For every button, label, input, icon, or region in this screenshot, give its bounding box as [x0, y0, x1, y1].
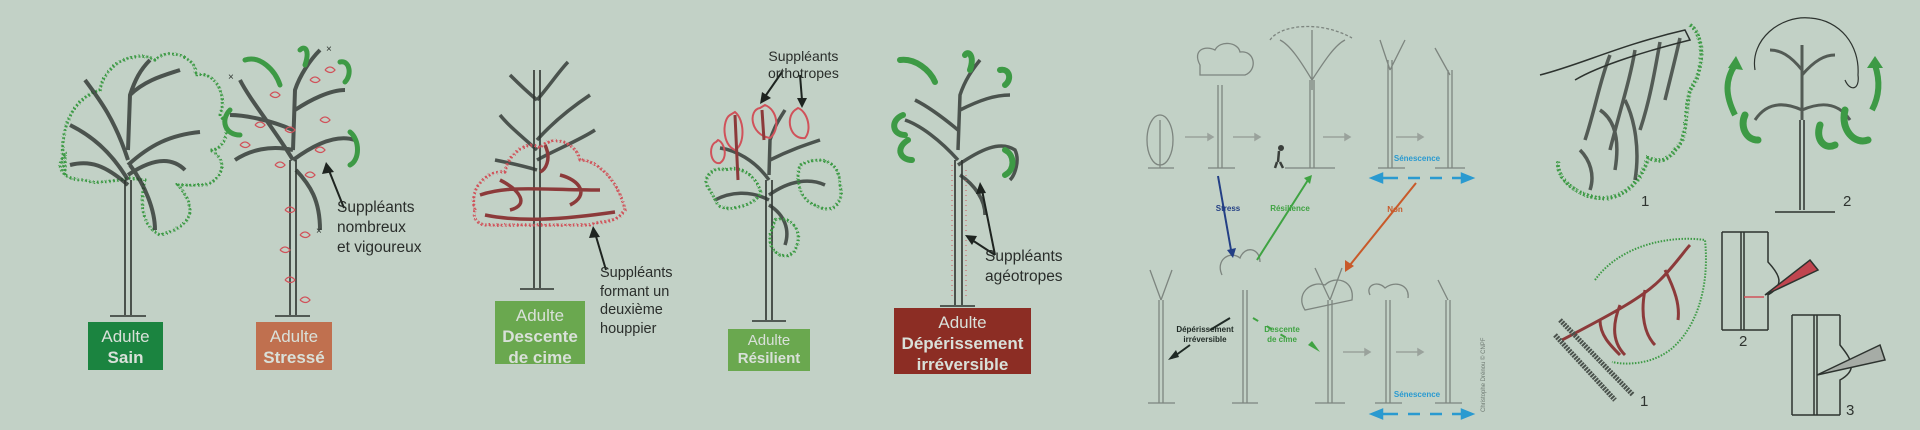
label-line: irréversible: [1183, 335, 1227, 344]
stress-arrow: [1217, 175, 1232, 251]
credit-text: Christophe Drénou © CNPF: [1481, 337, 1487, 412]
stage-label-sain: Adulte Sain: [88, 322, 163, 370]
figure-number: 2: [1739, 333, 1748, 350]
stage-line2: Descente: [502, 327, 578, 346]
stage-label-resilient: Adulte Résilient: [728, 329, 810, 371]
tree-descente: [472, 60, 627, 290]
leaf-cut-figure: [1553, 237, 1707, 402]
annotation-line: Suppléants: [600, 265, 673, 281]
stage-line1: Adulte: [101, 327, 150, 346]
descente-arrow: [1252, 317, 1291, 341]
svg-text:×: ×: [326, 44, 332, 55]
resilience-arrow: [1256, 179, 1309, 261]
deperissement-label: Dépérissement irréversible: [1170, 325, 1240, 345]
stage-label-deperissement: Adulte Dépérissement irréversible: [894, 308, 1031, 374]
stage-line3: de cime: [508, 348, 572, 367]
tree-recovery-figure: [1724, 17, 1883, 213]
pruning-figures-panel: 1 2 1 2 3: [1500, 0, 1920, 430]
label-line: Dépérissement: [1176, 325, 1234, 334]
stage-label-descente: Adulte Descente de cime: [495, 301, 585, 367]
pruning-drawings: [1539, 17, 1886, 416]
non-arrow: [1349, 182, 1417, 266]
annotation-line: orthotropes: [768, 65, 839, 81]
figure-number: 3: [1846, 402, 1855, 419]
resilience-label: Résilience: [1270, 204, 1310, 213]
stage-line2: Sain: [107, 348, 144, 367]
descente-label: Descente de cime: [1260, 325, 1304, 345]
figure-number: 1: [1640, 393, 1649, 410]
label-line: de cime: [1267, 335, 1297, 344]
cycle-drawings: [1146, 25, 1476, 420]
tree-stages-panel: × × × Adulte Sain Adulte Stressé Adulte De…: [58, 44, 1063, 374]
annotation-stresse: Suppléants nombreux et vigoureux: [337, 198, 421, 258]
annotation-line: et vigoureux: [337, 239, 422, 256]
stage-line1: Adulte: [515, 306, 565, 325]
tree-stage-drawings: × × ×: [58, 44, 1019, 322]
svg-text:×: ×: [316, 226, 322, 237]
figure-number: 1: [1641, 193, 1650, 210]
stage-line1: Adulte: [269, 327, 319, 346]
svg-text:×: ×: [228, 72, 234, 83]
senescence-top-label: Sénescence: [1393, 154, 1441, 163]
pruning-cut-figure-2: [1721, 231, 1820, 331]
annotation-descente: Suppléants formant un deuxième houppier: [600, 264, 673, 338]
senescence-bottom-label: Sénescence: [1393, 390, 1441, 399]
non-label: Non: [1387, 205, 1403, 214]
stage-line2: Résilient: [737, 350, 801, 367]
annotation-line: formant un: [600, 283, 670, 300]
stress-label: Stress: [1215, 204, 1241, 213]
tree-deperissement: [891, 50, 1019, 307]
annotation-line: agéotropes: [985, 268, 1063, 285]
stage-line1: Adulte: [747, 332, 791, 349]
label-line: Descente: [1264, 325, 1300, 334]
stage-line2: Stressé: [263, 348, 325, 367]
branch-figure: [1539, 23, 1704, 201]
tree-sain: [58, 52, 228, 317]
stage-line1: Adulte: [938, 313, 987, 332]
senescence-arrow-bottom: [1368, 408, 1476, 420]
annotation-line: Suppléants: [985, 248, 1063, 265]
annotation-line: deuxième: [600, 302, 663, 318]
annotation-deperissement: Suppléants agéotropes: [985, 247, 1063, 287]
pruning-cut-figure-3: [1791, 314, 1886, 416]
tree-resilient: [704, 71, 843, 322]
tree-stresse: × × ×: [222, 44, 360, 317]
annotation-line: Suppléants: [768, 48, 839, 64]
senescence-arrow-top: [1368, 172, 1476, 184]
stage-line3: irréversible: [916, 355, 1009, 374]
annotation-resilient: Suppléants orthotropes: [768, 48, 839, 82]
figure-number: 2: [1843, 193, 1852, 210]
stage-label-stresse: Adulte Stressé: [256, 322, 332, 370]
tree-cycle-diagram: Stress Résilience Non Sénescence Sénesce…: [1120, 0, 1520, 430]
stage-line2: Dépérissement: [901, 334, 1024, 353]
annotation-line: nombreux: [337, 219, 406, 236]
person-icon: [1278, 145, 1284, 151]
annotation-line: houppier: [600, 320, 657, 337]
annotation-line: Suppléants: [337, 199, 415, 216]
